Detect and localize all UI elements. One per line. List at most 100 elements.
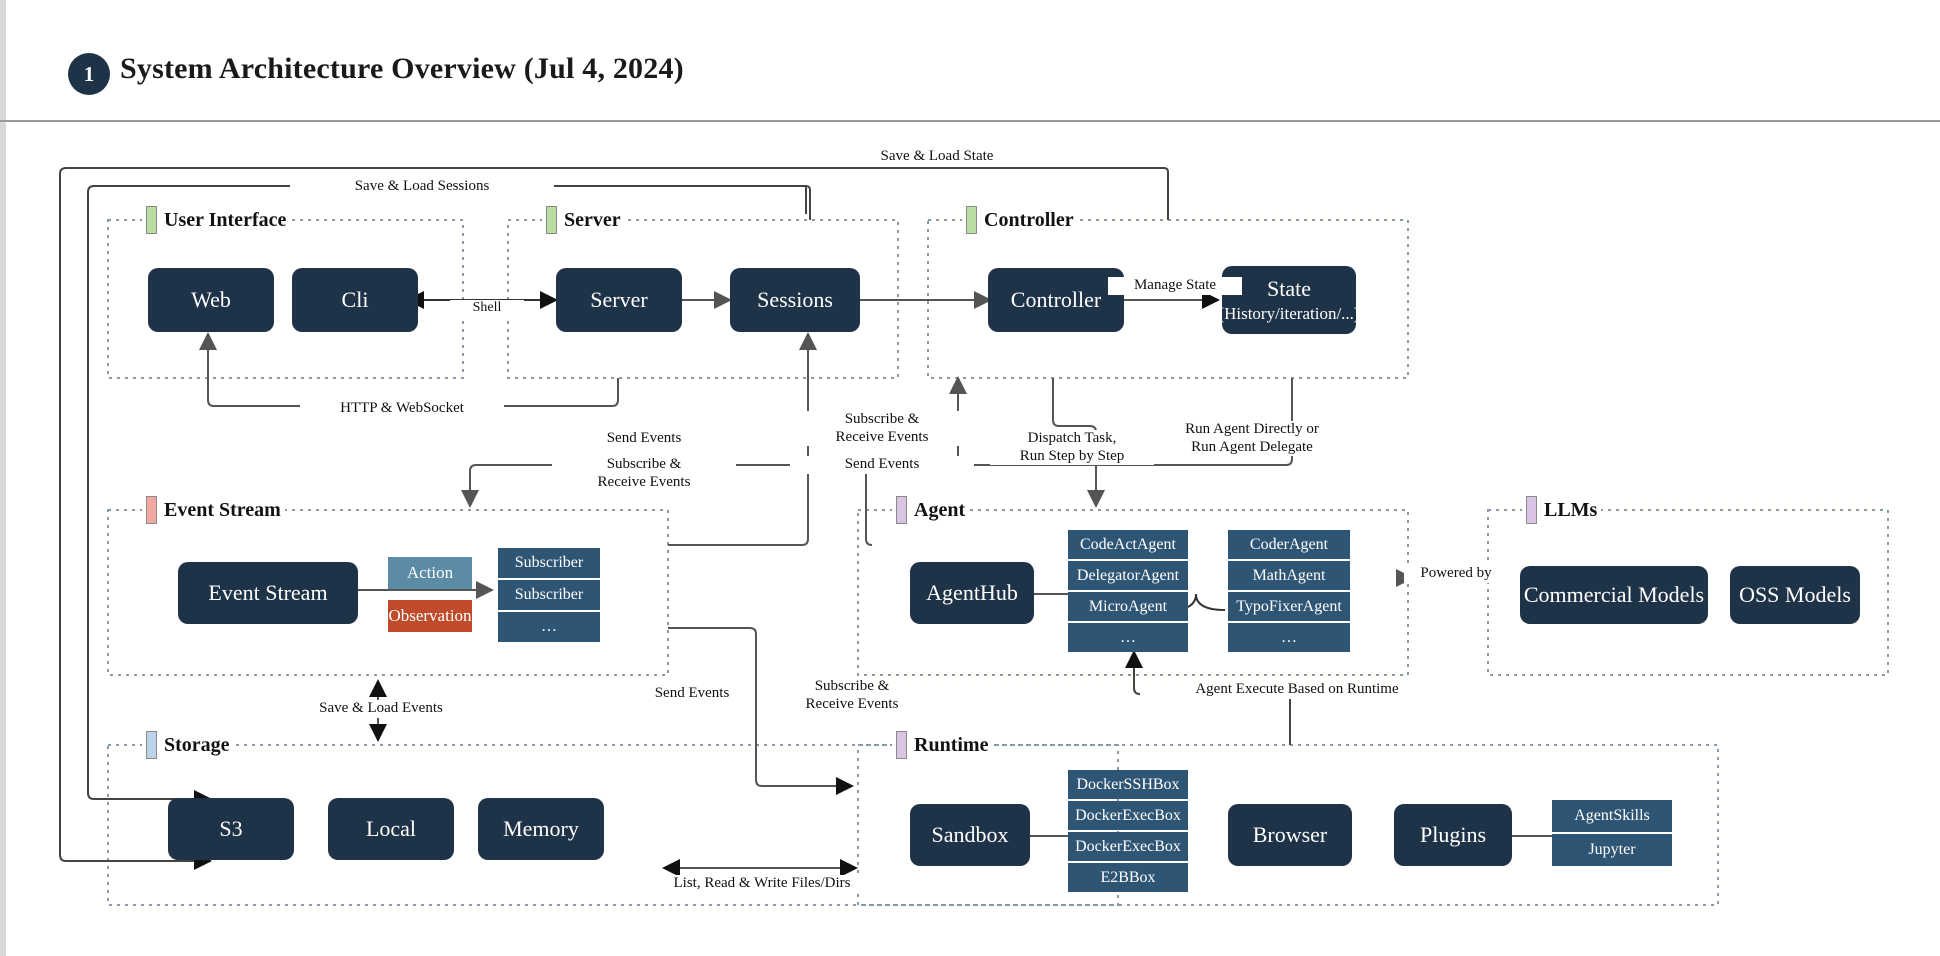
node-server[interactable]: Server [556, 268, 682, 332]
stack-item[interactable]: AgentSkills [1552, 800, 1672, 832]
chip-label: Observation [388, 606, 472, 625]
node-label: Cli [341, 286, 369, 312]
node-label: Controller [1010, 286, 1102, 312]
stack-item[interactable]: … [1068, 623, 1188, 652]
stack-subscribers: Subscriber Subscriber … [498, 548, 600, 642]
stack-item[interactable]: Subscriber [498, 548, 600, 578]
group-accent-bar [1526, 496, 1537, 524]
stack-item[interactable]: MicroAgent [1068, 592, 1188, 621]
stack-agents-right: CoderAgent MathAgent TypoFixerAgent … [1228, 530, 1350, 652]
edge-label-agent-execute: Agent Execute Based on Runtime [1140, 681, 1454, 699]
node-label: Web [191, 286, 231, 312]
edge-label-save-load-state: Save & Load State [845, 148, 1029, 166]
edge-label-subscribe-receive-3: Subscribe & Receive Events [760, 678, 944, 714]
group-label-user-interface: User Interface [142, 206, 291, 234]
page-title: System Architecture Overview (Jul 4, 202… [120, 52, 684, 85]
group-accent-bar [896, 496, 907, 524]
stack-item[interactable]: Subscriber [498, 580, 600, 610]
edge-label-dispatch-task: Dispatch Task, Run Step by Step [990, 430, 1154, 466]
node-browser[interactable]: Browser [1228, 804, 1352, 866]
node-sublabel: (History/iteration/...) [1218, 303, 1360, 323]
node-label: Plugins [1419, 821, 1487, 847]
node-label: State [1267, 276, 1311, 302]
stack-item[interactable]: DockerSSHBox [1068, 770, 1188, 799]
node-local[interactable]: Local [328, 798, 454, 860]
stack-plugin-items: AgentSkills Jupyter [1552, 800, 1672, 866]
edge-label-shell: Shell [450, 300, 524, 317]
edge-label-send-events-2: Send Events [790, 456, 974, 474]
chip-label: Action [406, 563, 454, 582]
group-title: Runtime [914, 733, 989, 756]
group-accent-bar [546, 206, 557, 234]
stack-item[interactable]: CoderAgent [1228, 530, 1350, 559]
group-title: Event Stream [164, 498, 281, 521]
chip-action[interactable]: Action [388, 557, 472, 589]
edge-label-manage-state: Manage State [1108, 277, 1242, 295]
group-title: Controller [984, 208, 1074, 231]
group-title: Agent [914, 498, 966, 521]
group-title: Storage [164, 733, 230, 756]
group-accent-bar [146, 206, 157, 234]
node-label: Sessions [757, 286, 833, 312]
edge-label-save-load-sessions: Save & Load Sessions [290, 178, 554, 196]
stack-item[interactable]: DockerExecBox [1068, 832, 1188, 861]
group-accent-bar [966, 206, 977, 234]
edge-label-list-read-write: List, Read & Write Files/Dirs [640, 875, 884, 893]
node-label: Server [590, 286, 648, 312]
node-cli[interactable]: Cli [292, 268, 418, 332]
group-title: User Interface [164, 208, 287, 231]
node-sessions[interactable]: Sessions [730, 268, 860, 332]
node-web[interactable]: Web [148, 268, 274, 332]
stack-item[interactable]: … [1228, 623, 1350, 652]
node-sandbox[interactable]: Sandbox [910, 804, 1030, 866]
group-label-agent: Agent [892, 496, 970, 524]
node-agent-hub[interactable]: AgentHub [910, 562, 1034, 624]
chip-observation[interactable]: Observation [388, 600, 472, 632]
edge-label-run-agent: Run Agent Directly or Run Agent Delegate [1140, 421, 1364, 457]
edge-label-save-load-events: Save & Load Events [288, 700, 474, 718]
stack-item[interactable]: … [498, 612, 600, 642]
edge-label-send-events-1: Send Events [552, 430, 736, 448]
node-label: OSS Models [1739, 581, 1851, 607]
page-left-rail [0, 0, 6, 956]
group-label-storage: Storage [142, 731, 234, 759]
stack-item[interactable]: TypoFixerAgent [1228, 592, 1350, 621]
group-accent-bar [896, 731, 907, 759]
group-title: LLMs [1544, 498, 1598, 521]
node-event-stream[interactable]: Event Stream [178, 562, 358, 624]
stack-item[interactable]: Jupyter [1552, 834, 1672, 866]
node-label: Memory [503, 815, 579, 841]
node-s3[interactable]: S3 [168, 798, 294, 860]
stack-item[interactable]: DockerExecBox [1068, 801, 1188, 830]
node-label: AgentHub [926, 579, 1018, 605]
group-label-server: Server [542, 206, 625, 234]
group-label-llms: LLMs [1522, 496, 1602, 524]
node-memory[interactable]: Memory [478, 798, 604, 860]
stack-item[interactable]: E2BBox [1068, 863, 1188, 892]
stack-item[interactable]: MathAgent [1228, 561, 1350, 590]
node-label: Commercial Models [1523, 581, 1705, 607]
group-label-event-stream: Event Stream [142, 496, 285, 524]
stack-sandboxes: DockerSSHBox DockerExecBox DockerExecBox… [1068, 770, 1188, 892]
group-accent-bar [146, 496, 157, 524]
group-label-controller: Controller [962, 206, 1078, 234]
stack-agents-left: CodeActAgent DelegatorAgent MicroAgent … [1068, 530, 1188, 652]
stack-item[interactable]: CodeActAgent [1068, 530, 1188, 559]
edge-label-powered-by: Powered by [1404, 565, 1508, 583]
node-plugins[interactable]: Plugins [1394, 804, 1512, 866]
slide-number-badge: 1 [68, 53, 110, 95]
node-state[interactable]: State (History/iteration/...) [1218, 266, 1360, 334]
edge-label-send-events-3: Send Events [630, 685, 754, 703]
stack-item[interactable]: DelegatorAgent [1068, 561, 1188, 590]
group-accent-bar [146, 731, 157, 759]
node-controller[interactable]: Controller [988, 268, 1124, 332]
node-commercial-models[interactable]: Commercial Models [1520, 566, 1708, 624]
group-title: Server [564, 208, 621, 231]
edge-label-subscribe-receive-1: Subscribe & Receive Events [552, 456, 736, 492]
page-header [0, 0, 1940, 122]
node-label: Browser [1252, 821, 1328, 847]
node-label: Local [365, 815, 417, 841]
group-label-runtime: Runtime [892, 731, 993, 759]
node-oss-models[interactable]: OSS Models [1730, 566, 1860, 624]
